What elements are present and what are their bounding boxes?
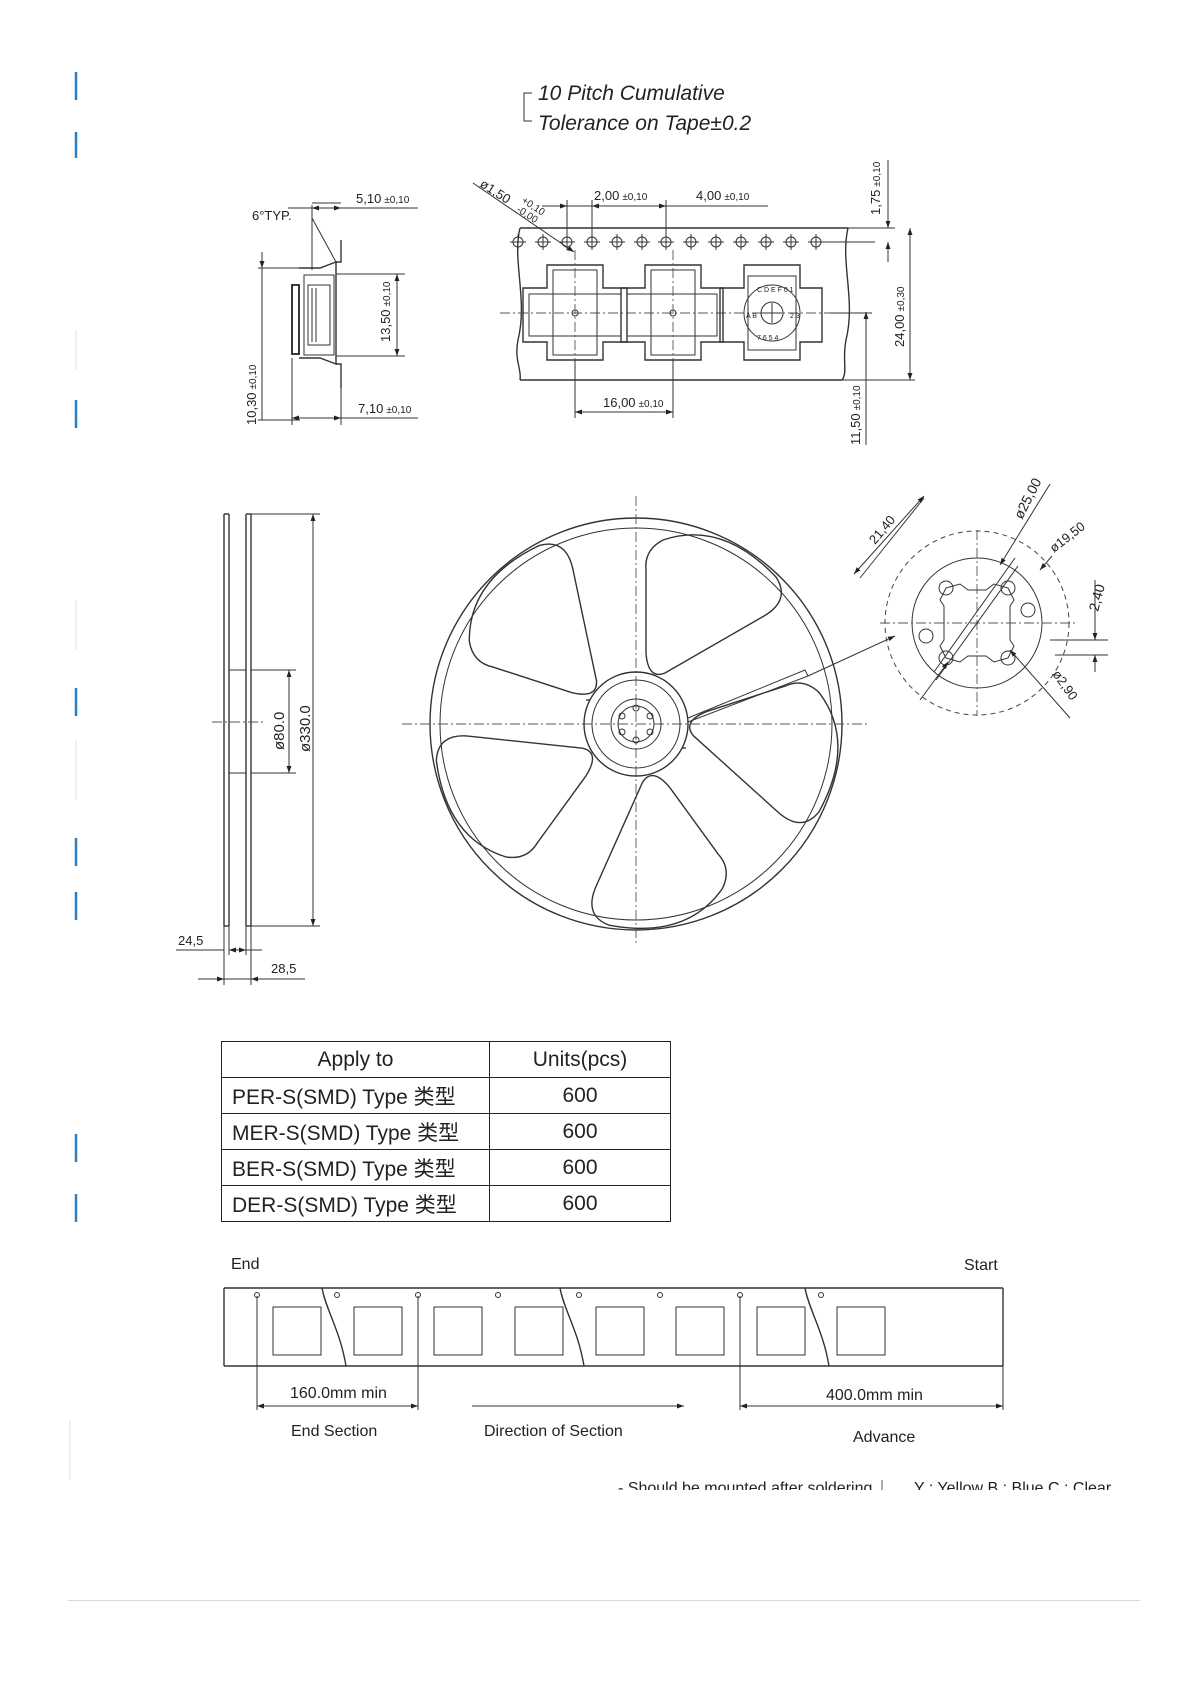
dim-10-30: 10,30 — [244, 392, 259, 425]
reel-width-outer: 28,5 — [271, 961, 296, 976]
dim-16-00: 16,00 — [603, 395, 636, 410]
dim-7-10: 7,10 — [358, 401, 383, 416]
row-type: DER-S(SMD) Type 类型 — [221, 1185, 490, 1222]
reel-outer-diameter: ø330.0 — [297, 705, 314, 752]
table-row: MER-S(SMD) Type 类型 600 — [221, 1113, 671, 1150]
apply-to-table: Apply to Units(pcs) PER-S(SMD) Type 类型 6… — [221, 1041, 671, 1222]
dim-phi-19-50: ø19,50 — [1047, 519, 1088, 556]
svg-text:5,10±0,10: 5,10±0,10 — [356, 191, 410, 206]
reel-hub-diameter: ø80.0 — [271, 712, 288, 750]
reel-width-inner: 24,5 — [178, 933, 203, 948]
dim-5-10: 5,10 — [356, 191, 381, 206]
svg-text:16,00±0,10: 16,00±0,10 — [603, 395, 664, 410]
svg-text:ø1,50: ø1,50 — [477, 176, 513, 207]
svg-text:7,10±0,10: 7,10±0,10 — [358, 401, 412, 416]
svg-text:11,50±0,10: 11,50±0,10 — [848, 385, 863, 445]
cut-off-text: - Should be mounted after soldering Y : … — [618, 1480, 1112, 1497]
svg-text:24,00±0,30: 24,00±0,30 — [892, 286, 907, 347]
label-end-section: End Section — [291, 1423, 377, 1440]
footer-rule — [68, 1600, 1140, 1601]
tape-angle-label: 6°TYP. — [252, 208, 292, 223]
reel-front-view — [402, 496, 896, 944]
dim-4-00: 4,00 — [696, 188, 721, 203]
svg-text:13,50±0,10: 13,50±0,10 — [378, 281, 393, 342]
svg-text:4,00±0,10: 4,00±0,10 — [696, 188, 750, 203]
label-advance: Advance — [853, 1429, 915, 1446]
reel-side-view: ø80.0 ø330.0 24,5 28,5 — [176, 513, 320, 985]
hub-detail: 21,40 ø25,00 ø19,50 2,40 ø2,90 — [853, 475, 1108, 719]
dim-11-50: 11,50 — [848, 413, 863, 445]
svg-text:C D E F 0 1: C D E F 0 1 — [757, 287, 794, 294]
leader-trailer-diagram: End Start — [223, 1256, 1004, 1446]
row-type: MER-S(SMD) Type 类型 — [221, 1113, 490, 1150]
row-units: 600 — [489, 1113, 671, 1150]
dim-phi-2-90: ø2,90 — [1050, 667, 1081, 703]
dim-13-50: 13,50 — [378, 309, 393, 342]
table-row: BER-S(SMD) Type 类型 600 — [221, 1149, 671, 1186]
table-row: PER-S(SMD) Type 类型 600 — [221, 1077, 671, 1114]
svg-text:Y : Yellow B : Blue C : Cl: Y : Yellow B : Blue C : Clear — [914, 1480, 1112, 1497]
table-header-row: Apply to Units(pcs) — [221, 1041, 671, 1078]
row-type: BER-S(SMD) Type 类型 — [221, 1149, 490, 1186]
svg-text:10,30±0,10: 10,30±0,10 — [244, 364, 259, 425]
label-direction: Direction of Section — [484, 1423, 623, 1440]
header-apply-to: Apply to — [221, 1041, 490, 1078]
svg-text:1,75±0,10: 1,75±0,10 — [868, 161, 883, 215]
dim-1-75: 1,75 — [868, 190, 883, 215]
dim-hole: ø1,50 — [477, 176, 513, 207]
tape-note-line2: Tolerance on Tape±0.2 — [538, 112, 751, 135]
dim-2-40: 2,40 — [1085, 582, 1108, 613]
tape-side-section: 6°TYP. 5,10±0,10 13,50±0,10 10,30±0,10 7… — [244, 191, 418, 425]
row-type: PER-S(SMD) Type 类型 — [221, 1077, 490, 1114]
row-units: 600 — [489, 1149, 671, 1186]
leader-pockets — [272, 1306, 886, 1356]
svg-text:A B: A B — [746, 313, 757, 320]
label-start: Start — [964, 1257, 998, 1274]
header-units: Units(pcs) — [489, 1041, 671, 1078]
leader-holes — [254, 1292, 824, 1298]
svg-text:- Should be mounted after sold: - Should be mounted after soldering — [618, 1480, 872, 1497]
tape-note-line1: 10 Pitch Cumulative — [538, 82, 725, 105]
row-units: 600 — [489, 1185, 671, 1222]
dim-24-00: 24,00 — [892, 314, 907, 347]
advance-length: 400.0mm min — [826, 1387, 923, 1404]
table-row: DER-S(SMD) Type 类型 600 — [221, 1185, 671, 1222]
reel-spoke-windows — [435, 534, 839, 930]
dim-phi-25-00: ø25,00 — [1010, 475, 1044, 521]
tape-note: 10 Pitch Cumulative Tolerance on Tape±0.… — [523, 82, 751, 135]
end-length: 160.0mm min — [290, 1385, 387, 1402]
svg-text:2,00±0,10: 2,00±0,10 — [594, 188, 648, 203]
svg-text:7 6 5 4: 7 6 5 4 — [757, 335, 779, 342]
svg-text:2 3: 2 3 — [790, 313, 800, 320]
label-end: End — [231, 1256, 259, 1273]
row-units: 600 — [489, 1077, 671, 1114]
tape-top-view: C D E F 0 1 7 6 5 4 A B 2 3 ø1,50 +0,10 … — [472, 160, 915, 445]
dim-2-00: 2,00 — [594, 188, 619, 203]
